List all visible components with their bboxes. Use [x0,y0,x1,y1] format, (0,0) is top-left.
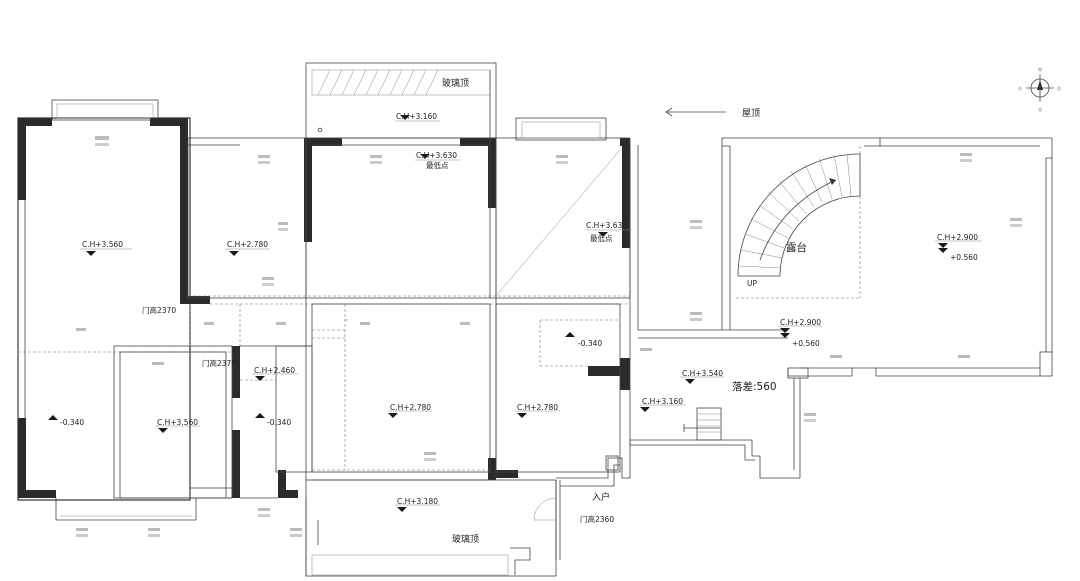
drop-label: 落差:560 [732,380,777,393]
ch-room-small: C.H+3.560 [157,418,198,427]
lowest-point-label-1: 最低点 [426,160,449,170]
ch-center: C.H+2.780 [390,403,431,412]
compass-east: 东 [1018,85,1022,91]
compass-south: 南 [1038,66,1042,72]
minor-annotations [76,136,1022,537]
bottom-glass-roof [305,439,800,577]
ch-bottom-glass: C.H+3.180 [397,497,438,506]
roof-arrow [665,107,726,117]
spiral-stair [737,153,861,277]
roof-label: 屋顶 [742,108,760,119]
glass-roof-label-bottom: 玻璃顶 [452,533,479,545]
ch-entry: C.H+3.160 [642,397,683,406]
center-room [305,298,491,481]
right-mid-room [495,303,621,473]
ch-room2: C.H+2.780 [227,240,268,249]
ch-bath-small: C.H+2.460 [254,366,295,375]
compass [1026,74,1054,102]
ch-top-glass: C.H+3.160 [396,112,437,121]
terrace [721,137,1053,478]
ch-stair-lobby: C.H+3.540 [682,369,723,378]
left-room [17,99,232,501]
up-label: UP [747,279,757,288]
ch-right-room: C.H+2.780 [517,403,558,412]
fl-left-lower: -0.340 [60,418,84,427]
glass-roof-label-top: 玻璃顶 [442,77,469,89]
small-rooms [55,304,313,521]
door-height-c: 门高2360 [580,514,614,524]
fl-terrace-right: +0.560 [950,253,978,262]
label-underlines [80,120,982,506]
terrace-label: 露台 [786,241,807,254]
ch-right-mid: C.H+3.630 [586,221,627,230]
fl-bath-small: -0.340 [267,418,291,427]
ch-top-mid: C.H+3.630 [416,151,457,160]
door-height-a: 门高2370 [142,305,176,315]
ch-terrace-right: C.H+2.900 [937,233,978,242]
entrance-label: 入户 [592,491,610,503]
top-glass-roof [305,62,497,139]
compass-north: 北 [1038,106,1042,112]
walls [18,118,630,498]
fl-mid-right: -0.340 [578,339,602,348]
entry-stairs [683,407,722,441]
fl-terrace-left: +0.560 [792,339,820,348]
top-middle-room [305,137,497,299]
lowest-point-label-2: 最低点 [590,233,613,243]
ch-terrace-left: C.H+2.900 [780,318,821,327]
top-right-room [495,117,730,478]
level-markers [48,115,948,512]
ch-left-big: C.H+3.560 [82,240,123,249]
compass-west: 西 [1057,86,1061,91]
door-height-b: 门高2370 [202,358,236,368]
